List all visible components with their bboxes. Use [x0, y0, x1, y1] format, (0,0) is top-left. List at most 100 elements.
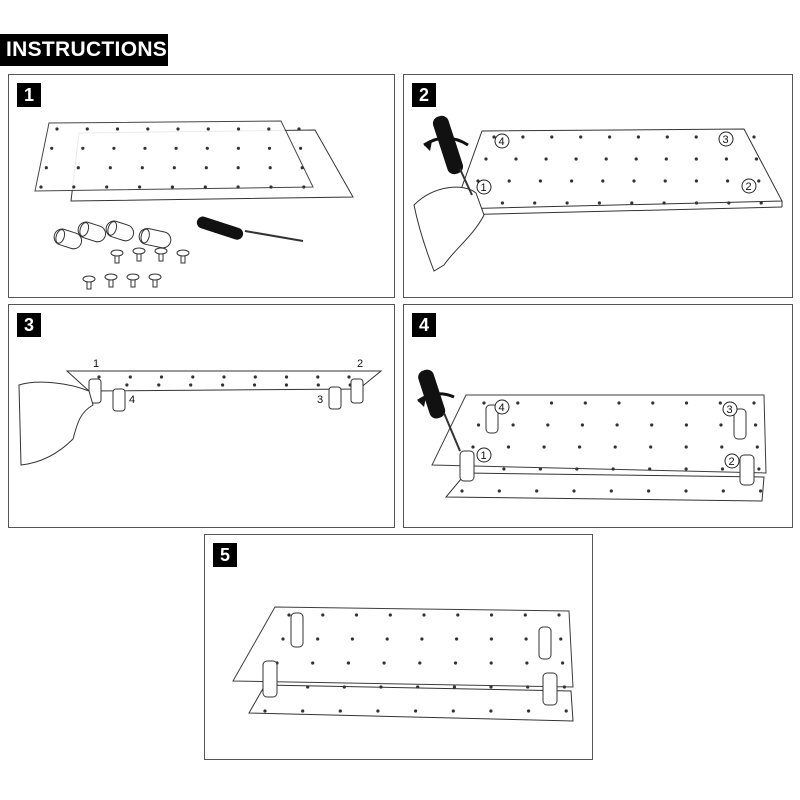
plate-hole — [634, 157, 638, 161]
plate-hole — [721, 489, 725, 493]
callout-1 — [476, 447, 492, 463]
plate-hole — [204, 166, 208, 170]
plate-hole — [720, 445, 724, 449]
plate-hole — [489, 661, 493, 665]
plate-hole — [694, 201, 699, 205]
plate-hole — [172, 166, 176, 170]
callout-3 — [722, 401, 738, 417]
plate-hole — [452, 685, 456, 689]
plate-hole — [684, 489, 688, 493]
screwdriver — [417, 369, 461, 452]
step-4-panel: 4 4 3 1 2 — [403, 304, 793, 528]
spacers — [88, 378, 364, 412]
plate-hole — [138, 185, 142, 189]
plate-hole — [236, 146, 240, 150]
plate-hole — [302, 185, 306, 189]
plate-hole — [146, 127, 150, 131]
label-3: 3 — [317, 394, 323, 406]
plate-hole — [489, 613, 494, 617]
plate-hole — [301, 709, 305, 713]
plate-hole — [719, 423, 723, 427]
step-4-number: 4 — [412, 313, 436, 337]
plate-hole — [527, 709, 531, 713]
step-3-number: 3 — [17, 313, 41, 337]
plate-hole — [128, 375, 132, 379]
plate-hole — [636, 135, 640, 139]
plate-hole — [570, 179, 574, 183]
plate-hole — [538, 467, 542, 471]
plate-hole — [418, 661, 422, 665]
plate-hole — [726, 179, 730, 183]
callout-label-1: 1 — [481, 450, 487, 462]
plate-hole — [453, 661, 458, 665]
plate-hole — [354, 613, 359, 617]
plate-hole — [85, 127, 89, 131]
step-2-illustration: 4 3 1 2 — [413, 115, 783, 272]
callout-3 — [718, 131, 734, 147]
spacers — [53, 220, 172, 250]
plate-hole — [604, 157, 608, 161]
plate-hole — [205, 146, 209, 150]
plate-hole — [526, 685, 530, 689]
front-plate — [34, 120, 314, 192]
callout-4 — [494, 133, 510, 149]
plate-hole — [559, 637, 563, 641]
plate-hole — [203, 185, 207, 189]
plate-hole — [611, 467, 615, 471]
plate-hole — [694, 179, 698, 183]
plate-hole — [608, 135, 612, 139]
plate-hole — [542, 445, 546, 449]
plate-hole — [664, 157, 668, 161]
plate-hole — [115, 127, 120, 131]
callout-label-1: 1 — [481, 182, 487, 194]
plate-hole — [76, 166, 80, 170]
plate-hole — [379, 685, 383, 689]
plate-hole — [755, 445, 759, 449]
plate-hole — [342, 685, 346, 689]
plate-hole — [174, 146, 178, 150]
step-2-panel: 2 4 3 1 2 — [403, 74, 793, 298]
plate-hole — [727, 201, 731, 205]
plate-hole — [557, 613, 561, 617]
plate-hole — [583, 401, 587, 405]
plate-hole — [663, 179, 667, 183]
screw — [82, 275, 96, 290]
plate-hole — [564, 709, 568, 713]
plate-hole — [615, 423, 619, 427]
callout-2 — [741, 178, 757, 194]
standoffs — [262, 612, 558, 706]
plate-hole — [649, 445, 653, 449]
step-5-illustration — [232, 606, 574, 722]
screw — [126, 273, 140, 288]
plate-hole — [97, 375, 101, 379]
top-plate — [431, 394, 767, 474]
plate-hole — [385, 637, 389, 641]
plate-hole — [347, 375, 351, 379]
plate-hole — [300, 166, 304, 170]
plate-hole — [497, 489, 501, 493]
plate-hole — [684, 423, 688, 427]
plate-hole — [44, 166, 48, 170]
plate-hole — [489, 685, 493, 689]
plate-hole — [420, 637, 424, 641]
plate-hole — [455, 637, 459, 641]
plate-hole — [253, 375, 257, 379]
plate-hole — [651, 401, 655, 405]
plate-hole — [579, 135, 583, 139]
plate-hole — [376, 709, 380, 713]
plate-hole — [482, 401, 486, 405]
plate-holes — [468, 135, 763, 205]
plate-hole — [105, 185, 109, 189]
plate-hole — [72, 185, 76, 189]
plate-holes — [39, 127, 306, 189]
plate-hole — [388, 613, 392, 617]
plate-hole — [617, 401, 621, 405]
plate-hole — [630, 201, 634, 205]
step-1-number: 1 — [17, 83, 41, 107]
plate-hole — [267, 146, 272, 150]
plate-holes — [263, 613, 568, 713]
plate-hole — [39, 185, 43, 189]
plate-hole — [456, 613, 460, 617]
plate-hole — [297, 127, 301, 131]
plate-hole — [562, 685, 566, 689]
